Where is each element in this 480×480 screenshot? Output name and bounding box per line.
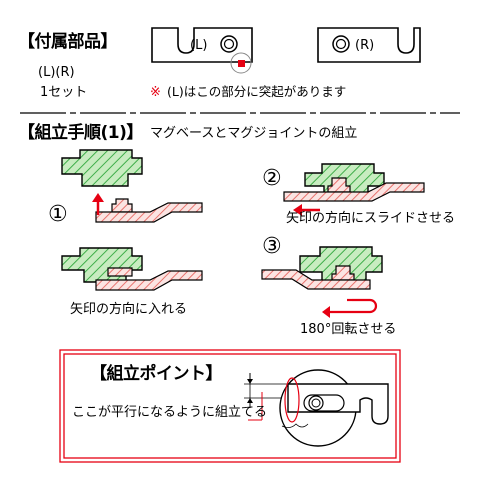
- slide-arrow-icon: [293, 204, 320, 216]
- parts-quantity: 1セット: [40, 85, 88, 100]
- assembly-point-frame-inner: [63, 353, 397, 459]
- assembly-point-heading: 【組立ポイント】: [90, 364, 223, 384]
- parts-heading: 【付属部品】: [18, 32, 118, 52]
- assembly-point-frame-outer: [59, 349, 401, 463]
- step3-number: ③: [262, 234, 282, 259]
- assembly-point-illustration: [244, 369, 389, 447]
- step2-illustration: [283, 163, 425, 216]
- step2-number: ②: [262, 166, 282, 191]
- assembly-subtitle: マグベースとマグジョイントの組立: [150, 126, 358, 141]
- assembly-heading: 【組立手順(1)】: [18, 123, 143, 143]
- step1-illustration: [61, 149, 203, 223]
- part-right-bracket: [317, 27, 421, 63]
- part-left-bracket: [151, 27, 253, 74]
- protrusion-marker: [238, 60, 245, 67]
- protrusion-highlight-circle: [230, 52, 252, 74]
- parts-variants: (L)(R): [38, 65, 75, 80]
- part-right-label: (R): [355, 38, 375, 53]
- parallel-highlight-ellipse: [284, 377, 300, 423]
- step3-caption: 180°回転させる: [300, 322, 397, 337]
- step1-result-illustration: [61, 247, 203, 291]
- assembly-point-caption: ここが平行になるように組立てる: [72, 405, 268, 420]
- protrusion-note: (L)はこの部分に突起があります: [167, 84, 347, 99]
- insert-arrow-icon: [92, 193, 104, 215]
- note-mark: ※: [150, 85, 161, 100]
- step2-caption: 矢印の方向にスライドさせる: [286, 211, 456, 226]
- step1-caption: 矢印の方向に入れる: [70, 302, 188, 317]
- part-left-label: (L): [190, 38, 208, 53]
- rotate-arrow-icon: [322, 298, 378, 318]
- step1-number: ①: [48, 202, 68, 227]
- step3-illustration: [261, 246, 383, 318]
